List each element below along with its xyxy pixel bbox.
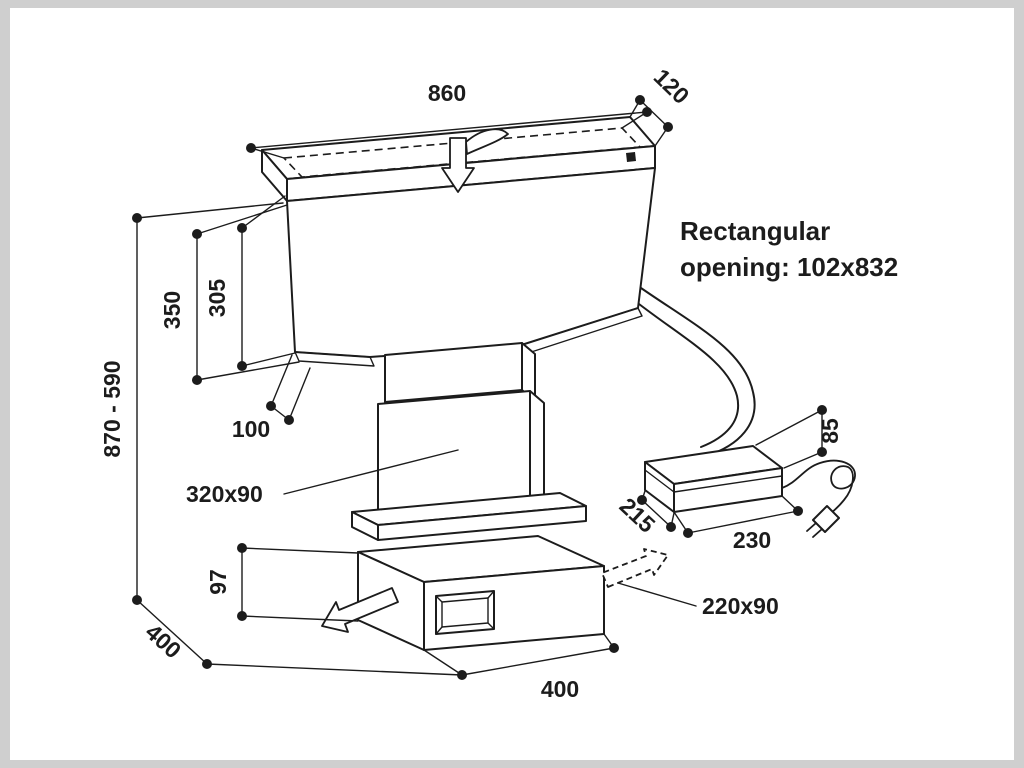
dim-top-depth-label: 120 [649, 64, 695, 109]
power-cord [781, 459, 856, 514]
duct-section-label: 320x90 [186, 481, 263, 507]
dim-base-width: 400 [206, 633, 619, 702]
dim-blower-width-label: 230 [733, 527, 771, 553]
dim-base-depth-label: 400 [140, 619, 186, 664]
power-plug [806, 505, 840, 538]
dim-base-width-label: 400 [541, 676, 579, 702]
telescopic-duct-upper [384, 342, 536, 403]
front-outlet-grille [435, 590, 495, 635]
hood-front-panel [286, 167, 656, 367]
dim-blower-width: 230 [673, 495, 803, 553]
dim-top-width-label: 860 [428, 80, 466, 106]
base-cap [351, 492, 587, 541]
slab-indicator-mark [626, 152, 636, 162]
opening-note-line1: Rectangular [680, 216, 830, 246]
rectangular-opening-outline [282, 127, 642, 178]
dim-base-depth: 400 [136, 599, 212, 669]
note-rectangular-opening: Rectangular opening: 102x832 [680, 216, 898, 282]
exhaust-hose [638, 287, 756, 457]
dim-plinth-height: 97 [205, 543, 359, 622]
airflow-arrow-side [601, 548, 669, 588]
dim-height-range-label: 870 - 590 [99, 360, 125, 457]
dim-plinth-height-label: 97 [205, 569, 231, 595]
dim-blower-height-label: 85 [817, 418, 843, 444]
airflow-arrow-top [441, 128, 509, 193]
dim-top-width: 860 [246, 80, 652, 159]
airflow-arrow-front [321, 587, 399, 633]
dim-front-height: 350 [159, 204, 300, 385]
dim-offset-100: 100 [232, 354, 311, 442]
dim-inner-height-label: 305 [204, 279, 230, 318]
outlet-section-label: 220x90 [702, 593, 779, 619]
label-outlet-section: 220x90 [617, 582, 779, 619]
dim-inner-height: 305 [204, 195, 296, 371]
dim-blower-height: 85 [755, 405, 843, 469]
opening-note-line2: opening: 102x832 [680, 252, 898, 282]
label-duct-section: 320x90 [186, 449, 459, 507]
dim-blower-depth-label: 215 [615, 493, 661, 538]
dim-front-height-label: 350 [159, 291, 185, 329]
blower-unit [644, 445, 783, 513]
dim-height-range: 870 - 590 [99, 202, 284, 605]
dim-offset-label: 100 [232, 416, 270, 442]
